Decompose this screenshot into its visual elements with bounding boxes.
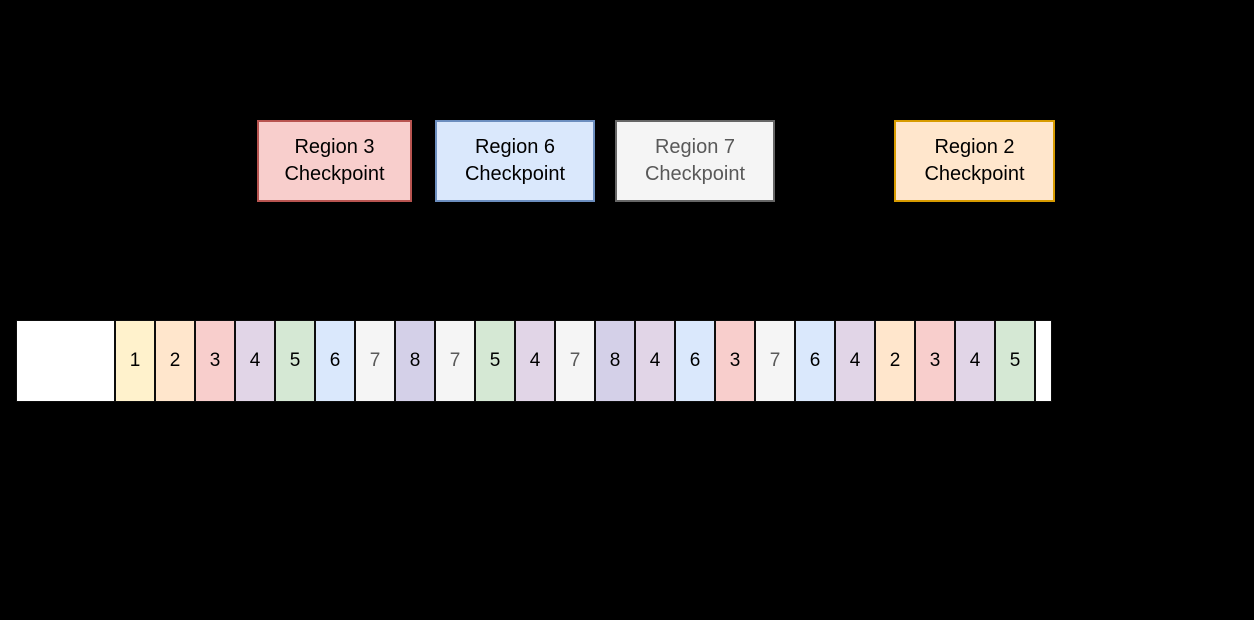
log-cell: 3 [195, 320, 235, 402]
cell-value: 4 [649, 350, 661, 371]
cell-value: 7 [569, 350, 581, 371]
log-cell: 8 [595, 320, 635, 402]
log-cell: 6 [315, 320, 355, 402]
log-cell: 2 [155, 320, 195, 402]
log-cell: 5 [275, 320, 315, 402]
cell-value: 2 [169, 350, 181, 371]
checkpoint-box-0: Region 3 Checkpoint [257, 120, 412, 202]
cell-value: 4 [529, 350, 541, 371]
log-cell: 1 [115, 320, 155, 402]
cell-value: 1 [129, 350, 141, 371]
cell-value: 6 [809, 350, 821, 371]
checkpoint-label: Region 6 Checkpoint [464, 136, 566, 185]
log-cell: 7 [755, 320, 795, 402]
log-cell: 7 [355, 320, 395, 402]
log-cell: 6 [675, 320, 715, 402]
cell-value: 4 [849, 350, 861, 371]
cell-value: 4 [249, 350, 261, 371]
checkpoint-label: Region 3 Checkpoint [284, 136, 385, 185]
log-cell: 5 [475, 320, 515, 402]
cell-container: 1 2 3 4 5 6 7 8 7 5 4 7 8 4 6 3 7 6 4 2 … [115, 320, 1035, 402]
checkpoint-box-2: Region 7 Checkpoint [615, 120, 775, 202]
checkpoint-label: Region 7 Checkpoint [644, 136, 746, 185]
log-cell: 4 [835, 320, 875, 402]
log-strip-tail-cell [1035, 320, 1052, 402]
log-cell: 6 [795, 320, 835, 402]
log-cell: 3 [715, 320, 755, 402]
cell-value: 2 [889, 350, 901, 371]
cell-value: 7 [369, 350, 381, 371]
cell-value: 3 [929, 350, 941, 371]
cell-value: 6 [689, 350, 701, 371]
log-cell: 4 [235, 320, 275, 402]
log-cell: 8 [395, 320, 435, 402]
cell-value: 8 [409, 350, 421, 371]
cell-value: 5 [1009, 350, 1021, 371]
checkpoint-label: Region 2 Checkpoint [924, 136, 1025, 185]
cell-value: 3 [209, 350, 221, 371]
log-strip-lead-cell [16, 320, 115, 402]
log-cell: 4 [635, 320, 675, 402]
log-strip: 1 2 3 4 5 6 7 8 7 5 4 7 8 4 6 3 7 6 4 2 … [16, 320, 1052, 402]
cell-value: 4 [969, 350, 981, 371]
log-cell: 5 [995, 320, 1035, 402]
checkpoint-box-1: Region 6 Checkpoint [435, 120, 595, 202]
checkpoint-box-3: Region 2 Checkpoint [894, 120, 1055, 202]
cell-value: 5 [489, 350, 501, 371]
log-cell: 4 [515, 320, 555, 402]
cell-value: 8 [609, 350, 621, 371]
log-cell: 3 [915, 320, 955, 402]
cell-value: 5 [289, 350, 301, 371]
log-cell: 7 [555, 320, 595, 402]
log-cell: 7 [435, 320, 475, 402]
log-cell: 2 [875, 320, 915, 402]
cell-value: 7 [449, 350, 461, 371]
cell-value: 3 [729, 350, 741, 371]
log-cell: 4 [955, 320, 995, 402]
cell-value: 7 [769, 350, 781, 371]
cell-value: 6 [329, 350, 341, 371]
